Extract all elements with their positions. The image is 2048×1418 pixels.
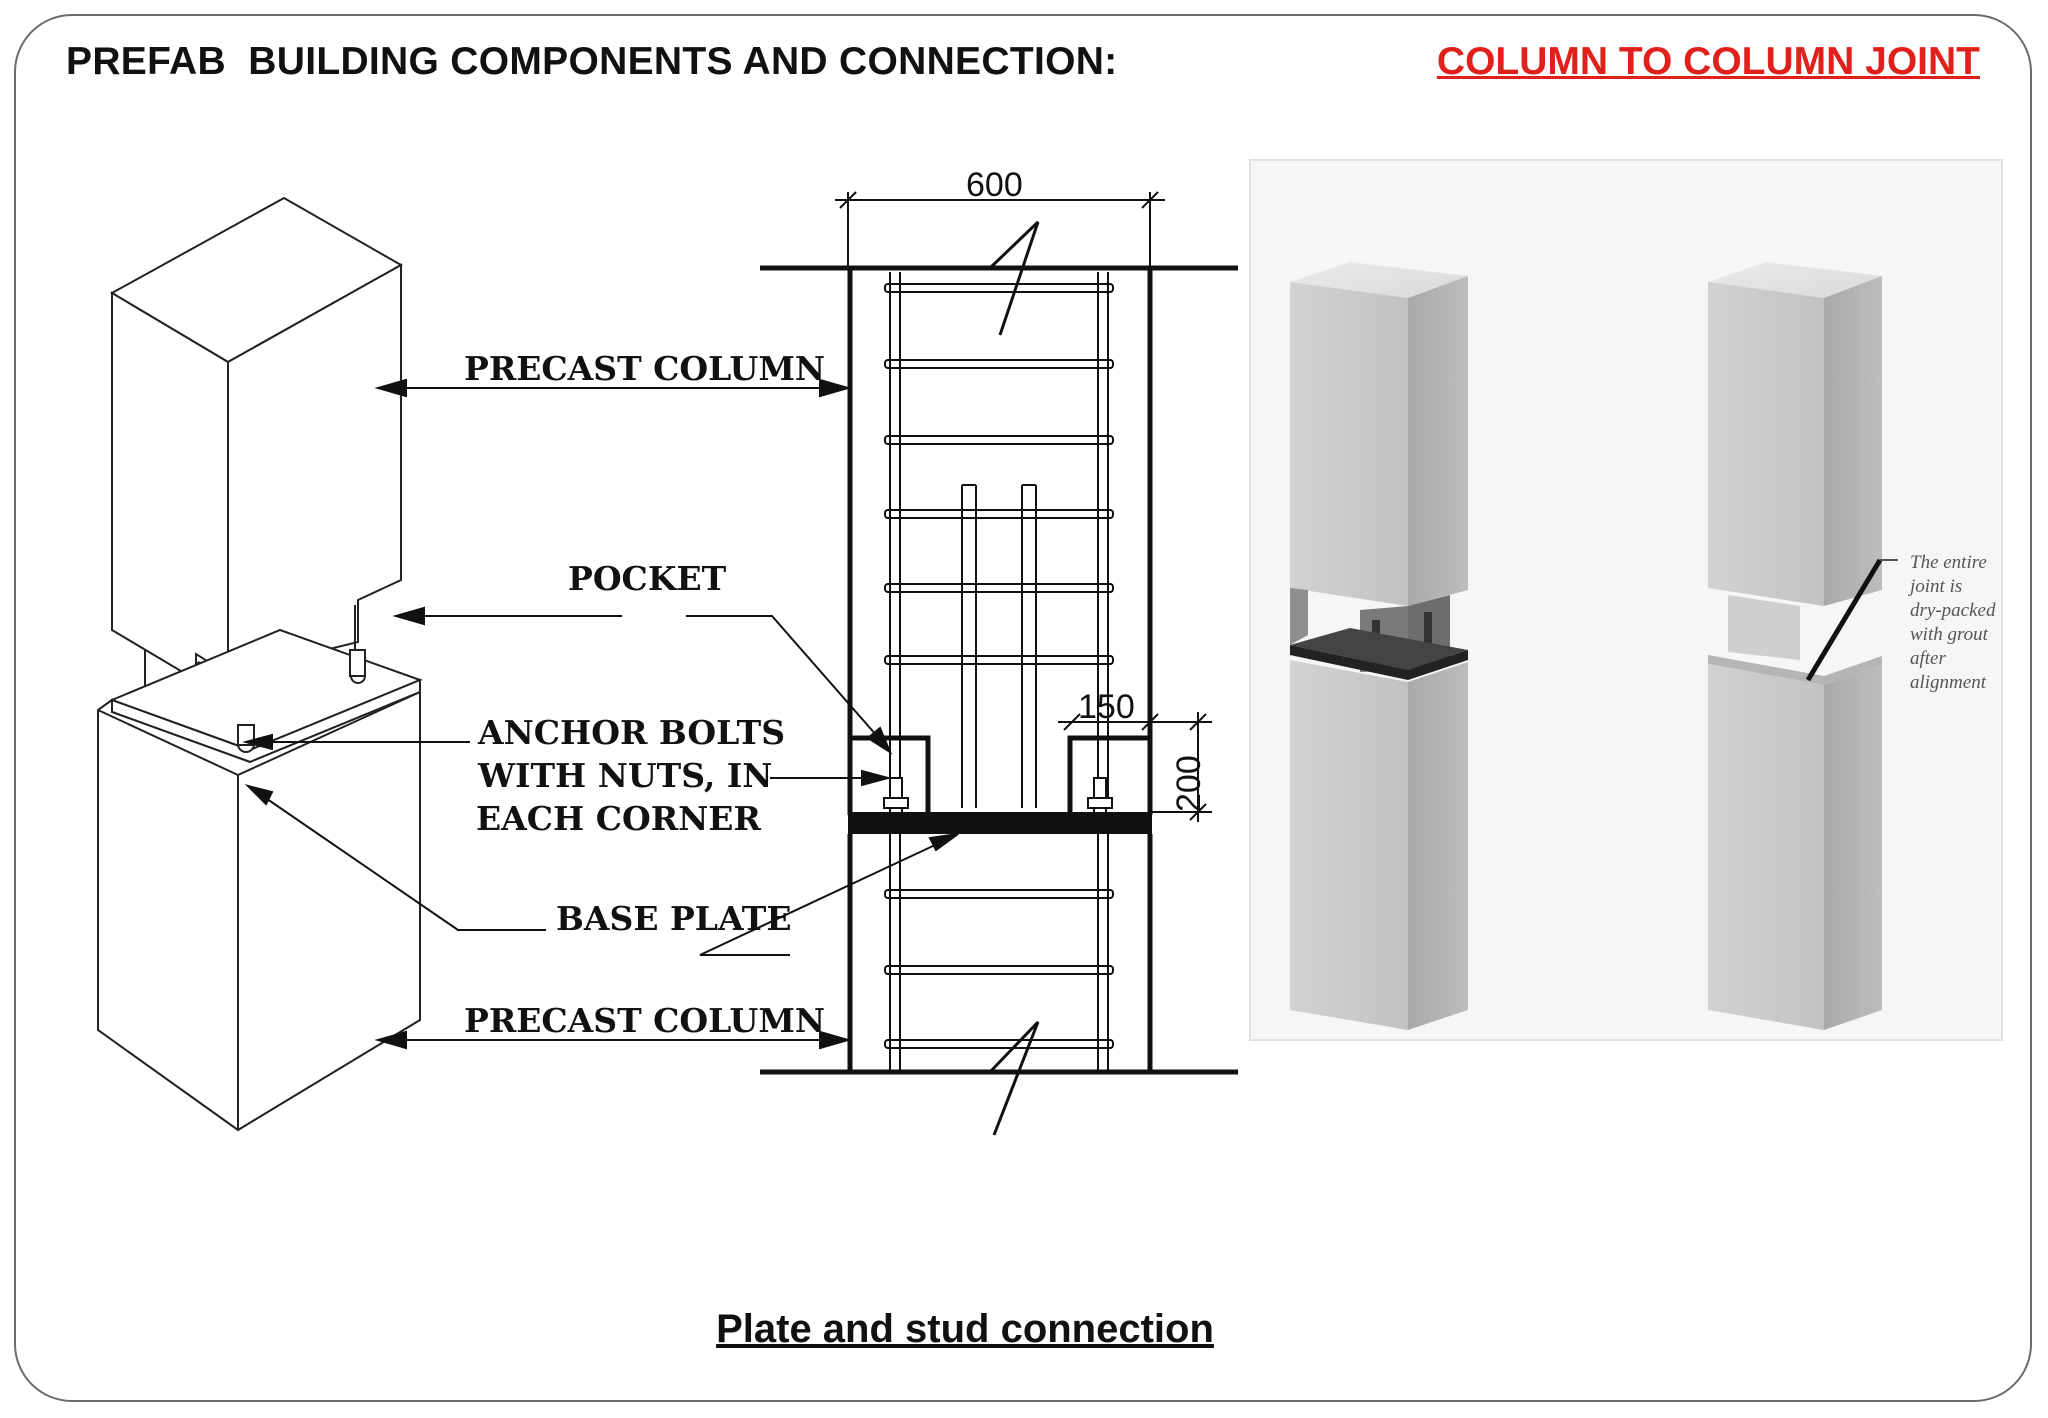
label-precast-column-bottom: PRECAST COLUMN — [464, 1001, 825, 1040]
dimension-200-text: 200 — [1170, 755, 1208, 812]
label-base-plate: BASE PLATE — [556, 899, 792, 938]
upper-stirrups — [884, 283, 1114, 665]
iso-upper-column — [109, 196, 404, 735]
dimension-600 — [835, 191, 1165, 268]
photo-note-line-4: with grout — [1910, 624, 1989, 645]
column-joint-photo: The entire joint is dry-packed with grou… — [1249, 159, 2003, 1041]
photo-note-line-1: The entire — [1910, 552, 1987, 573]
label-pocket: POCKET — [568, 559, 727, 598]
break-mark-top — [988, 220, 1040, 336]
slide-title: PREFAB BUILDING COMPONENTS AND CONNECTIO… — [66, 40, 1118, 83]
iso-lower-column — [97, 680, 421, 1132]
photo-note-line-6: alignment — [1910, 672, 1987, 693]
photo-note-line-2: joint is — [1907, 576, 1962, 597]
upper-rebars — [889, 272, 1109, 808]
label-anchor-bolts-2: WITH NUTS, IN — [477, 756, 772, 795]
figure-caption: Plate and stud connection — [716, 1307, 1214, 1351]
dimension-600-text: 600 — [966, 166, 1023, 204]
label-precast-column-top: PRECAST COLUMN — [464, 349, 825, 388]
base-plate-section — [848, 812, 1152, 834]
break-mark-bottom — [988, 1020, 1040, 1136]
slide-subtitle: COLUMN TO COLUMN JOINT — [1436, 40, 1980, 83]
anchor-bolts — [883, 777, 1113, 815]
dimension-200 — [1150, 712, 1212, 822]
photo-column-right — [1708, 262, 1898, 1030]
leader-lines — [242, 378, 959, 1050]
photo-column-left — [1290, 262, 1468, 1030]
isometric-column-drawing — [97, 196, 423, 1132]
elevation-section-drawing — [760, 191, 1238, 1136]
photo-note-line-3: dry-packed — [1910, 600, 1996, 621]
lower-rebars — [889, 834, 1109, 1072]
lower-stirrups — [884, 889, 1114, 1049]
label-anchor-bolts-1: ANCHOR BOLTS — [477, 713, 785, 752]
dimension-150-text: 150 — [1078, 688, 1135, 726]
photo-note-line-5: after — [1910, 648, 1946, 669]
label-anchor-bolts-3: EACH CORNER — [476, 799, 761, 838]
